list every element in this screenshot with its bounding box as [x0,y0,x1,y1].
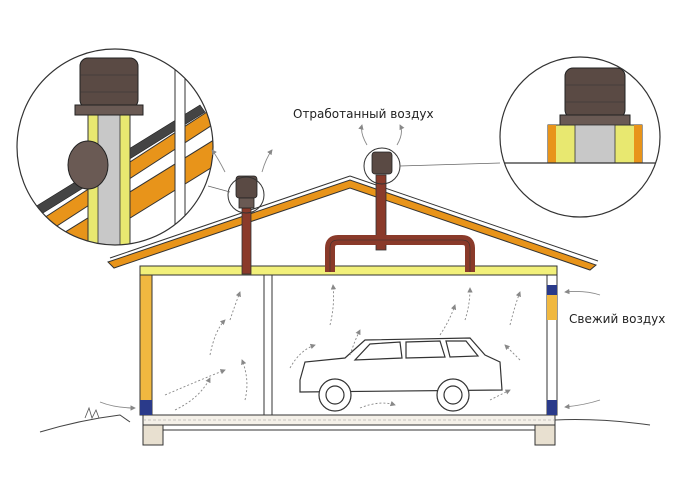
middle-post [263,274,273,416]
car-icon [299,337,503,412]
right-detail-magnifier [499,56,661,218]
right-wall [546,269,558,416]
airflow-arrow-icon [164,284,521,411]
fresh-air-label: Свежий воздух [569,312,666,326]
center-vent-duct [325,151,475,272]
floor-slab [142,414,556,446]
left-wall [139,269,153,416]
ground [39,406,651,433]
left-detail-magnifier [16,48,214,246]
zoom-lens-icon [227,176,265,214]
exhaust-air-label: Отработанный воздух [293,107,434,121]
airflow-arrow-icon [99,288,601,411]
airflow-arrow-icon [211,124,405,173]
ceiling-beam [139,265,558,276]
roof [107,175,599,271]
left-vent-duct [235,175,258,275]
